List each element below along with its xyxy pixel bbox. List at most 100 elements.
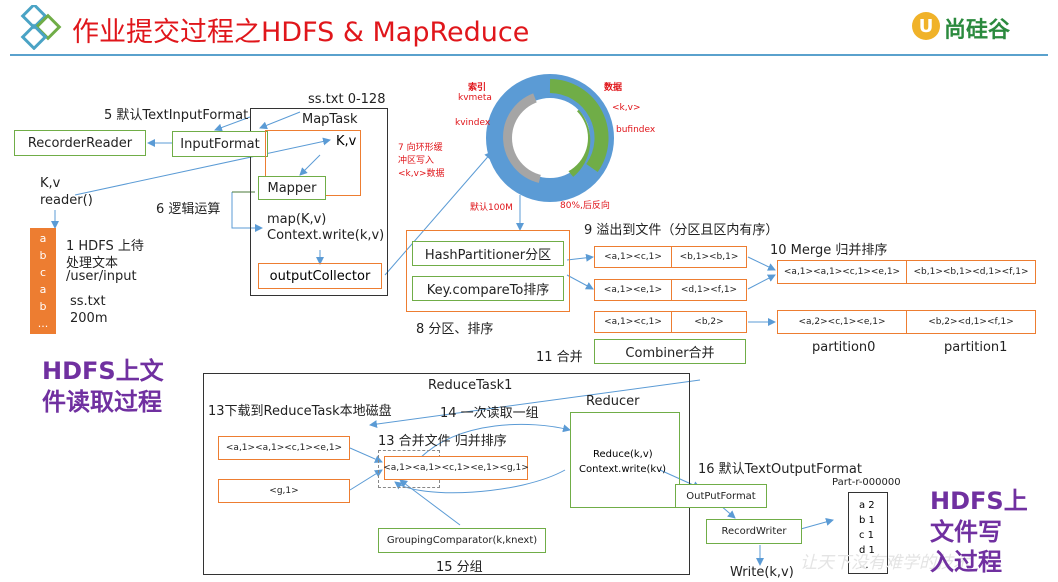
- file-name: ss.txt: [70, 294, 106, 309]
- file-size: 200m: [70, 311, 108, 326]
- reduce-task-container: [203, 373, 690, 575]
- brand-logo-text: 尚硅谷: [944, 18, 1011, 43]
- partition1-label: partition1: [944, 340, 1008, 355]
- arrow-merge-to-reduce: [369, 379, 701, 429]
- reduce-input-a: <a,1><a,1><c,1><e,1>: [218, 436, 350, 460]
- arrow-merged-to-reducer: [419, 423, 571, 459]
- logic-label: 6 逻辑运算: [156, 202, 221, 217]
- part-line: c 1: [859, 530, 875, 541]
- combiner-box: Combiner合并: [594, 339, 746, 364]
- ring-default-size: 默认100M: [470, 203, 513, 213]
- hdfs-upload-line3: /user/input: [66, 269, 137, 284]
- output-collector-box: outputCollector: [258, 263, 382, 289]
- ring-bufindex: bufindex: [616, 125, 656, 135]
- part-line: d 1: [859, 545, 875, 556]
- kv-reader-label-2: reader(): [40, 193, 93, 208]
- reduce-task-label: ReduceTask1: [428, 378, 513, 393]
- ring-write-note-1: 7 向环形缓: [398, 143, 443, 153]
- spill-cell: <b,1><b,1>: [671, 246, 747, 268]
- part-line: b 1: [859, 515, 875, 526]
- page-title: 作业提交过程之HDFS & MapReduce: [72, 17, 530, 48]
- file-range-label: ss.txt 0-128: [308, 92, 386, 107]
- kv-reader-label-1: K,v: [40, 176, 61, 191]
- hdfs-file-char: b: [39, 300, 47, 313]
- grouping-label: 15 分组: [436, 560, 483, 575]
- part-line: a 2: [859, 500, 875, 511]
- key-compare-box: Key.compareTo排序: [412, 276, 564, 301]
- recorder-reader-box: RecorderReader: [14, 130, 146, 156]
- hdfs-file-char: a: [39, 232, 47, 245]
- mapper-box: Mapper: [258, 176, 326, 200]
- record-writer-box: RecordWriter: [706, 519, 802, 544]
- hdfs-upload-line2: 处理文本: [66, 256, 119, 271]
- arrow-partitioner-to-spill-1: [566, 253, 594, 262]
- combine-label: 11 合并: [536, 350, 583, 365]
- reduce-input-g: <g,1>: [218, 479, 350, 503]
- grouping-comparator-box: GroupingComparator(k,knext): [378, 528, 546, 553]
- ring-buffer: [486, 74, 614, 202]
- kv-label: K,v: [336, 134, 357, 149]
- reducer-box: Reduce(k,v) Context.write(kv): [570, 412, 680, 508]
- arrow-logic-to-map: [231, 192, 263, 232]
- input-format-box: InputFormat: [172, 131, 268, 157]
- hdfs-file-char: a: [39, 283, 47, 296]
- merged-cell: <b,2><d,1><f,1>: [906, 310, 1036, 334]
- merge-sort-label: 13 合并文件 归并排序: [378, 434, 507, 449]
- ring-kvindex: kvindex: [455, 118, 491, 128]
- hdfs-file-char: b: [39, 249, 47, 262]
- watermark: 让天下没有难学的技术: [800, 553, 970, 573]
- output-format-box: OutPutFormat: [675, 484, 767, 508]
- maptask-container: [250, 108, 388, 296]
- arrow-spill-to-merge-1: [747, 256, 776, 271]
- ring-write-note-3: <k,v>数据: [398, 169, 445, 179]
- brand-logo: U 尚硅谷: [912, 12, 1042, 44]
- arrow-file-to-inputformat: [259, 111, 301, 130]
- merge-label: 10 Merge 归并排序: [770, 243, 888, 258]
- ring-index-label: 索引: [468, 83, 487, 93]
- part-file-box: a 2 b 1 c 1 d 1 ...: [848, 492, 888, 574]
- hash-partitioner-box: HashPartitioner分区: [412, 241, 564, 266]
- output-format-label: 16 默认TextOutputFormat: [698, 462, 862, 477]
- hdfs-file-block: a b c a b ...: [30, 228, 56, 334]
- write-call-label: Write(k,v): [730, 565, 794, 580]
- spill-cell: <a,1><c,1>: [594, 311, 672, 333]
- hdfs-file-char: c: [39, 266, 47, 279]
- hdfs-file-char: ...: [37, 317, 49, 330]
- arrow-collector-to-ring: [384, 151, 493, 276]
- part-file-label: Part-r-000000: [832, 477, 901, 488]
- partition-sort-container: [406, 230, 570, 312]
- ring-kv-pair: <k,v>: [612, 103, 641, 113]
- spill-cell: <a,1><c,1>: [594, 246, 672, 268]
- merged-cell: <a,1><a,1><c,1><e,1>: [777, 260, 907, 284]
- hdfs-write-title-2: 文件写: [930, 518, 1002, 546]
- download-label: 13下载到ReduceTask本地磁盘: [208, 404, 392, 419]
- spill-cell: <a,1><e,1>: [594, 279, 672, 301]
- header-divider: [10, 54, 1048, 56]
- reducer-title: Reducer: [586, 394, 640, 409]
- hdfs-write-title-1: HDFS上: [930, 487, 1028, 515]
- map-call-line1: map(K,v): [267, 212, 327, 227]
- arrow-format-to-inputformat: [214, 116, 251, 132]
- hdfs-write-title-3: 入过程: [930, 548, 1002, 576]
- brand-logo-icon: U: [912, 12, 940, 40]
- hdfs-read-title-2: 件读取过程: [42, 388, 162, 416]
- ring-data-label: 数据: [604, 83, 623, 93]
- spill-cell: <b,2>: [671, 311, 747, 333]
- input-format-label: 5 默认TextInputFormat: [104, 108, 249, 123]
- reduce-call-line1: Reduce(k,v): [593, 449, 653, 460]
- hdfs-read-title-1: HDFS上文: [42, 357, 164, 385]
- header-logo-diamonds: [20, 5, 62, 50]
- ring-write-note-2: 冲区写入: [398, 156, 435, 166]
- hdfs-upload-line1: 1 HDFS 上待: [66, 239, 144, 254]
- spill-label: 9 溢出到文件（分区且区内有序）: [584, 223, 779, 238]
- merged-cell: <b,1><b,1><d,1><f,1>: [906, 260, 1036, 284]
- reduce-merged: <a,1><a,1><c,1><e,1><g,1>: [383, 456, 529, 480]
- arrow-kv-to-mapper: [299, 154, 321, 176]
- ring-threshold: 80%,后反向: [560, 201, 610, 211]
- arrow-input-g-to-merged: [349, 469, 383, 491]
- spill-cell: <d,1><f,1>: [671, 279, 747, 301]
- reduce-call-line2: Context.write(kv): [579, 464, 667, 475]
- arrow-reader-to-kv: [74, 137, 331, 196]
- maptask-label: MapTask: [302, 112, 358, 127]
